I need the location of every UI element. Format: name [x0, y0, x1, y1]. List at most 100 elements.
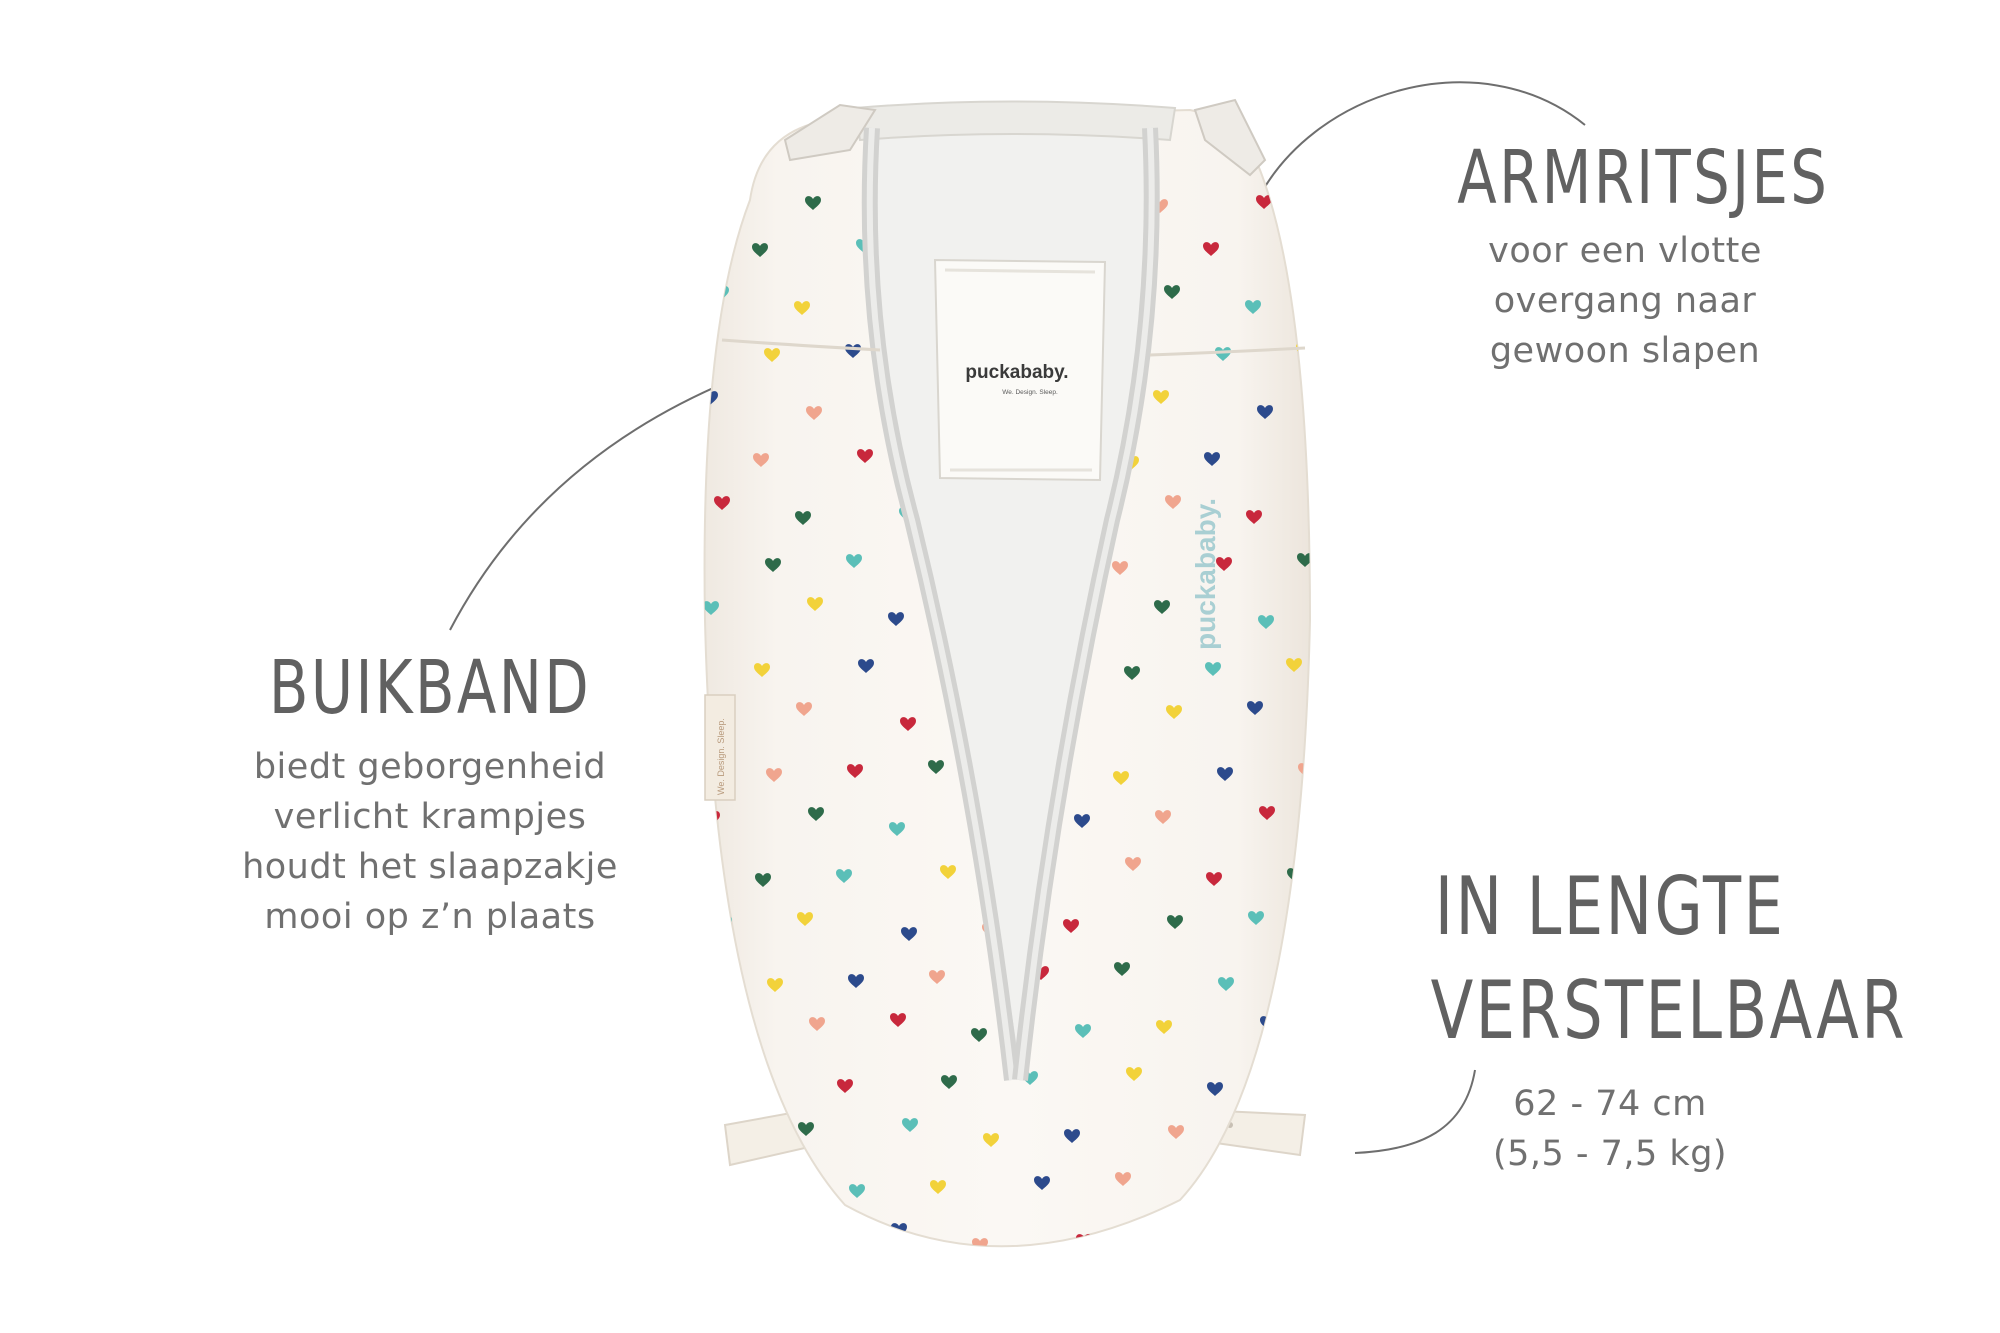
- heart-print-icon: [1155, 810, 1171, 824]
- heart-print-icon: [1165, 495, 1181, 509]
- heart-print-icon: [808, 807, 824, 821]
- heart-print-icon: [1153, 390, 1169, 404]
- heart-print-icon: [1156, 1020, 1172, 1034]
- heart-print-icon: [983, 1133, 999, 1147]
- heart-print-icon: [810, 1227, 826, 1241]
- heart-print-icon: [972, 1238, 988, 1247]
- heart-print-icon: [928, 760, 944, 774]
- heart-print-icon: [847, 764, 863, 778]
- feature-armritsjes-line: voor een vlotte: [1488, 230, 1762, 271]
- heart-print-icon: [1034, 1176, 1050, 1190]
- heart-print-icon: [809, 1017, 825, 1031]
- heart-print-icon: [716, 916, 732, 930]
- arm-slit-right: [1149, 346, 1306, 357]
- belly-band-tagline: We. Design. Sleep.: [1002, 389, 1058, 396]
- heart-print-icon: [890, 1013, 906, 1027]
- heart-print-icon: [857, 449, 873, 463]
- heart-print-icon: [1297, 553, 1310, 567]
- heart-print-icon: [1308, 448, 1310, 462]
- heart-print-icon: [1113, 771, 1129, 785]
- heart-print-icon: [1205, 662, 1221, 676]
- heart-print-icon: [755, 873, 771, 887]
- feature-lengte-title-line: VERSTELBAAR: [1430, 964, 1908, 1057]
- heart-print-icon: [1258, 615, 1274, 629]
- heart-print-icon: [836, 869, 852, 883]
- heart-print-icon: [1126, 1067, 1142, 1081]
- heart-print-icon: [1166, 705, 1182, 719]
- heart-print-icon: [900, 717, 916, 731]
- heart-print-icon: [889, 822, 905, 836]
- heart-print-icon: [1207, 1082, 1223, 1096]
- heart-print-icon: [1245, 300, 1261, 314]
- heart-print-icon: [1074, 814, 1090, 828]
- feature-buikband-line: mooi op z’n plaats: [264, 896, 596, 937]
- heart-print-icon: [1307, 238, 1310, 252]
- heart-print-icon: [1206, 872, 1222, 886]
- feature-armritsjes-line: gewoon slapen: [1489, 330, 1761, 371]
- heart-print-icon: [888, 612, 904, 626]
- heart-print-icon: [794, 301, 810, 315]
- collar: [853, 100, 1177, 142]
- arm-zipper-left: [783, 103, 877, 162]
- feature-armritsjes-line: overgang naar: [1493, 280, 1757, 321]
- heart-print-icon: [1125, 857, 1141, 871]
- side-label-text: We. Design. Sleep.: [716, 718, 726, 795]
- heart-print-icon: [1204, 452, 1220, 466]
- heart-print-icon: [849, 1184, 865, 1198]
- heart-print-icon: [756, 1083, 772, 1097]
- heart-print-icon: [858, 659, 874, 673]
- heart-print-icon: [1203, 242, 1219, 256]
- heart-print-icon: [901, 927, 917, 941]
- heart-print-icon: [971, 1028, 987, 1042]
- belly-band: [933, 258, 1107, 482]
- side-label-tag: We. Design. Sleep.: [704, 694, 736, 801]
- feature-lengte: IN LENGTE VERSTELBAAR 62 - 74 cm (5,5 - …: [1380, 855, 1908, 1179]
- arm-slit-left: [721, 338, 881, 352]
- heart-print-icon: [1218, 977, 1234, 991]
- callout-line-armritsjes: [1254, 81, 1586, 206]
- heart-print-icon: [941, 1075, 957, 1089]
- heart-print-icon: [754, 663, 770, 677]
- belly-band-logo: puckababy.: [965, 362, 1068, 383]
- heart-print-icon: [1168, 1125, 1184, 1139]
- heart-print-icon: [1164, 285, 1180, 299]
- heart-print-icon: [714, 496, 730, 510]
- heart-print-icon: [767, 978, 783, 992]
- heart-print-icon: [1299, 973, 1310, 987]
- heart-print-icon: [704, 601, 719, 615]
- heart-print-icon: [752, 243, 768, 257]
- heart-print-icon: [1124, 666, 1140, 680]
- heart-print-icon: [1112, 561, 1128, 575]
- heart-print-icon: [1075, 1024, 1091, 1038]
- heart-print-icon: [940, 865, 956, 879]
- heart-print-icon: [1246, 510, 1262, 524]
- feature-armritsjes: ARMRITSJES voor een vlotte overgang naar…: [1410, 139, 1840, 376]
- heart-print-icon: [1248, 911, 1264, 925]
- heart-print-icon: [805, 196, 821, 210]
- heart-print-icon: [768, 1169, 784, 1183]
- heart-print-icon: [1288, 1078, 1304, 1092]
- feature-lengte-line: (5,5 - 7,5 kg): [1492, 1134, 1728, 1174]
- heart-print-icon: [846, 554, 862, 568]
- heart-print-icon: [1286, 658, 1302, 672]
- heart-print-icon: [1154, 600, 1170, 614]
- heart-print-icon: [705, 1021, 721, 1035]
- heart-print-icon: [798, 1122, 814, 1136]
- heart-print-icon: [706, 1231, 722, 1245]
- fabric-logo: puckababy.: [1190, 498, 1221, 650]
- heart-print-icon: [795, 511, 811, 525]
- heart-print-icon: [1114, 962, 1130, 976]
- heart-print-icon: [753, 453, 769, 467]
- feature-buikband-line: verlicht krampjes: [273, 796, 587, 837]
- heart-print-icon: [1256, 195, 1272, 209]
- heart-print-icon: [1115, 1172, 1131, 1186]
- heart-print-icon: [1063, 919, 1079, 933]
- heart-print-icon: [1217, 767, 1233, 781]
- heart-print-icon: [766, 768, 782, 782]
- feature-lengte-line: 62 - 74 cm: [1513, 1084, 1707, 1124]
- feature-buikband-line: houdt het slaapzakje: [242, 846, 618, 887]
- heart-print-icon: [1196, 1187, 1212, 1201]
- heart-print-icon: [1259, 806, 1275, 820]
- heart-print-icon: [930, 1180, 946, 1194]
